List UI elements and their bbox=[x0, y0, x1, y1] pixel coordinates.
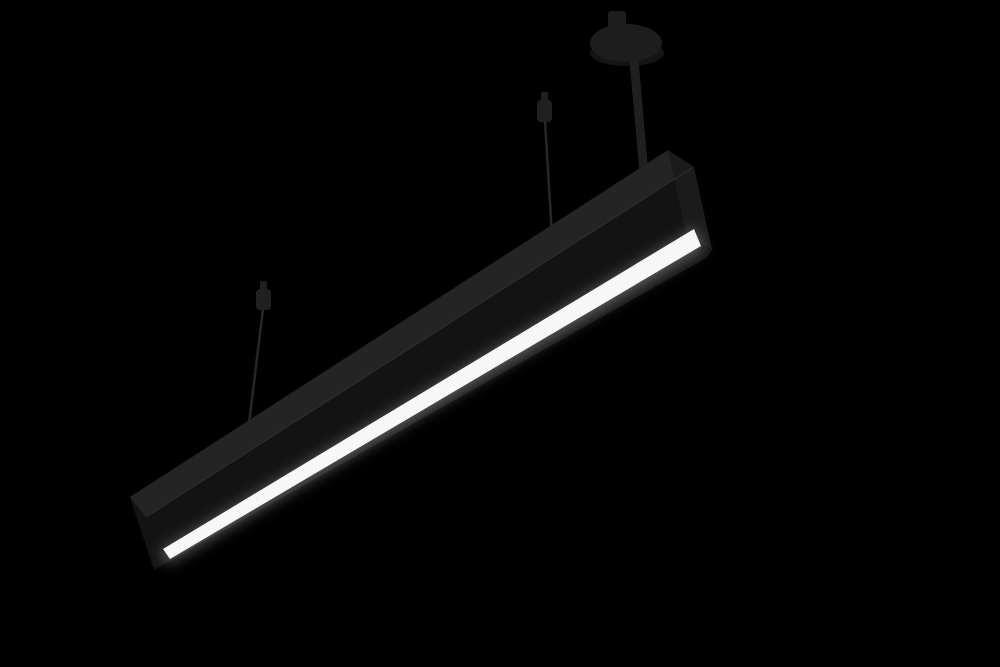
fixture-edge-highlight bbox=[145, 167, 693, 518]
cable-gripper-middle bbox=[537, 100, 552, 122]
canopy-dome bbox=[590, 24, 662, 62]
fixture-end-cap bbox=[668, 150, 712, 250]
canopy-mount-stub bbox=[608, 11, 626, 28]
cable-gripper-stub-middle bbox=[541, 92, 548, 101]
ceiling-canopy-assembly bbox=[590, 11, 664, 197]
cable-gripper-left bbox=[256, 289, 271, 310]
fixture-housing-front-face bbox=[130, 150, 712, 570]
cable-gripper-stub-left bbox=[260, 281, 267, 290]
fixture-top-face bbox=[130, 150, 692, 517]
led-diffuser-strip bbox=[163, 229, 701, 559]
linear-led-fixture bbox=[130, 150, 712, 570]
